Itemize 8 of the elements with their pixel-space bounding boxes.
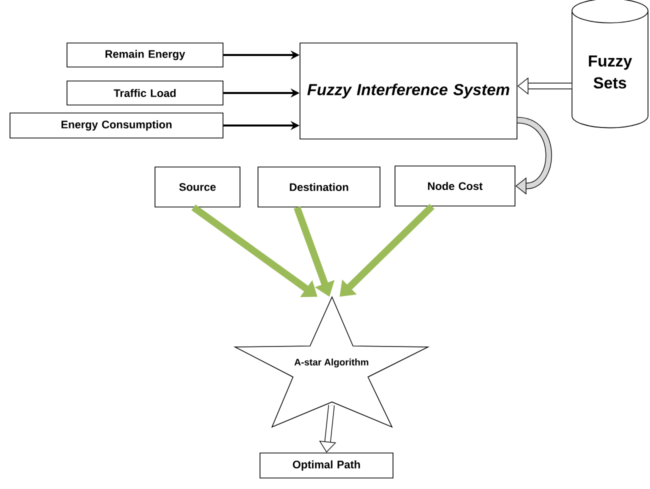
parameter-box: Source — [154, 166, 240, 208]
input-box: Traffic Load — [66, 80, 224, 106]
input-box: Energy Consumption — [10, 112, 224, 138]
process-box: Fuzzy Interference System — [300, 42, 518, 140]
input-box: Remain Energy — [66, 42, 224, 68]
parameter-box: Node Cost — [394, 166, 516, 206]
parameter-box: Destination — [258, 166, 380, 208]
database-cylinder: Fuzzy Sets — [572, 0, 648, 128]
